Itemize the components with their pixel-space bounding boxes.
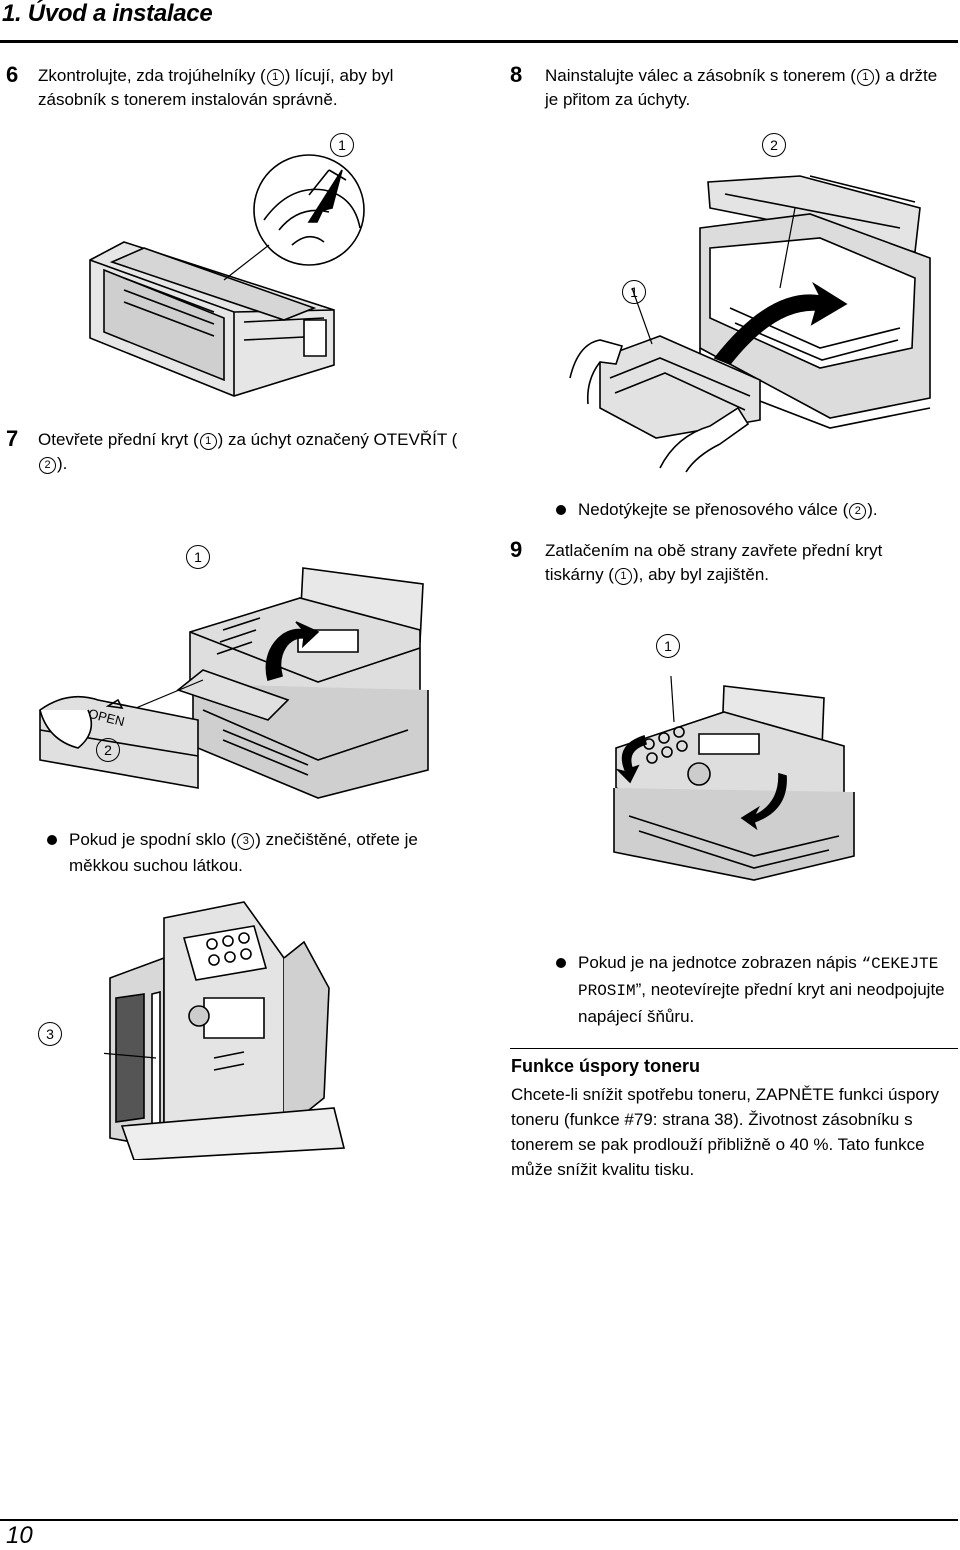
ref-circle: 2 (849, 503, 867, 520)
fax-machine-open-cover-illustration (28, 560, 448, 800)
toner-saving-heading: Funkce úspory toneru (511, 1056, 701, 1076)
section-rule (510, 1048, 958, 1049)
callout-2: 2 (762, 133, 786, 157)
step-9-text: Zatlačením na obě strany zavřete přední … (545, 541, 883, 585)
page-number: 10 (6, 1522, 33, 1549)
ref-circle: 3 (237, 833, 255, 850)
page-title: 1. Úvod a instalace (2, 0, 213, 27)
toner-cartridge-illustration (84, 150, 374, 398)
callout-2: 2 (96, 738, 120, 762)
bullet-transfer-roller: Nedotýkejte se přenosového válce (2). (556, 497, 948, 523)
bullet-wait-message: Pokud je na jednotce zobrazen nápis “CEK… (556, 950, 958, 1030)
step-9-number: 9 (510, 537, 523, 562)
footer-rule (0, 1519, 958, 1521)
ref-circle: 1 (614, 568, 632, 585)
ref-circle: 2 (39, 457, 56, 474)
display-message: CEKEJTE PROSIM (578, 955, 939, 1000)
ref-circle: 1 (199, 433, 217, 450)
toner-saving-paragraph: Chcete-li snížit spotřebu toneru, ZAPNĚT… (511, 1085, 940, 1179)
bullet-clean-glass: Pokud je spodní sklo (3) znečištěné, otř… (47, 827, 459, 879)
fax-machine-side-glass-illustration (104, 898, 354, 1160)
callout-1: 1 (656, 634, 680, 658)
header-rule (0, 40, 958, 43)
ref-circle: 1 (856, 69, 874, 86)
callout-1: 1 (330, 133, 354, 157)
callout-3: 3 (38, 1022, 62, 1046)
step-8-text: Nainstalujte válec a zásobník s tonerem … (545, 66, 938, 109)
step-8-number: 8 (510, 62, 523, 87)
fax-machine-close-cover-illustration (604, 676, 860, 882)
step-6-number: 6 (6, 62, 19, 87)
step-7-text: Otevřete přední kryt (1) za úchyt označe… (38, 430, 458, 474)
drum-toner-install-illustration (560, 168, 945, 473)
ref-circle: 1 (266, 69, 284, 86)
step-7-number: 7 (6, 426, 19, 451)
step-6-text: Zkontrolujte, zda trojúhelníky (1) lícuj… (38, 66, 394, 109)
callout-1: 1 (186, 545, 210, 569)
